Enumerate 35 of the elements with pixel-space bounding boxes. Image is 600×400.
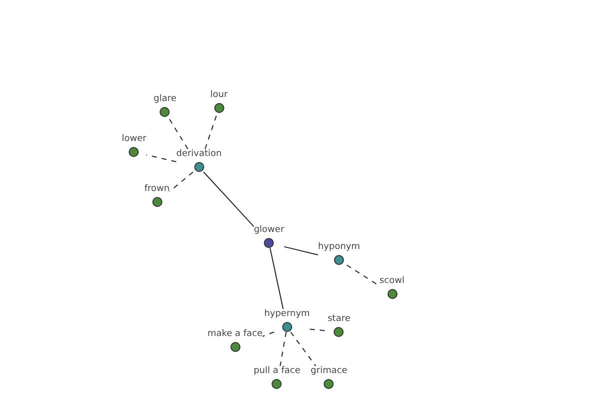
graph-node [154, 94, 176, 117]
graph-node [318, 242, 360, 265]
graph-node [254, 225, 284, 248]
connector-line [146, 154, 177, 162]
node-label: lower [122, 134, 146, 145]
connector-line [284, 246, 318, 256]
graph-node [328, 314, 350, 337]
graph-node [264, 309, 310, 332]
node-label: frown [144, 184, 170, 195]
connector-line [290, 332, 316, 366]
graph-node [210, 90, 228, 113]
node-label: derivation [176, 149, 222, 160]
node-label: grimace [310, 366, 348, 377]
node-label: stare [328, 314, 350, 325]
node-label: pull a face [254, 366, 300, 377]
graph-node [176, 149, 222, 172]
connector-line [262, 332, 274, 337]
node-label: hyponym [318, 242, 360, 253]
node-label: make a face [207, 329, 263, 340]
node-label: hypernym [264, 309, 310, 320]
graph-node [207, 329, 263, 352]
node-label: scowl [380, 276, 404, 287]
graph-node [144, 184, 170, 207]
node-label: glare [154, 94, 176, 105]
connector-line [203, 172, 254, 228]
connector-line [169, 172, 194, 192]
node-label: glower [254, 225, 284, 236]
graph-node [310, 366, 348, 389]
node-label: lour [210, 90, 228, 101]
graph-node [122, 134, 146, 157]
graph-node [380, 276, 404, 299]
connector-line [270, 248, 284, 310]
connector-line [168, 116, 188, 150]
graph-node [254, 366, 300, 389]
connector-line [280, 332, 287, 366]
